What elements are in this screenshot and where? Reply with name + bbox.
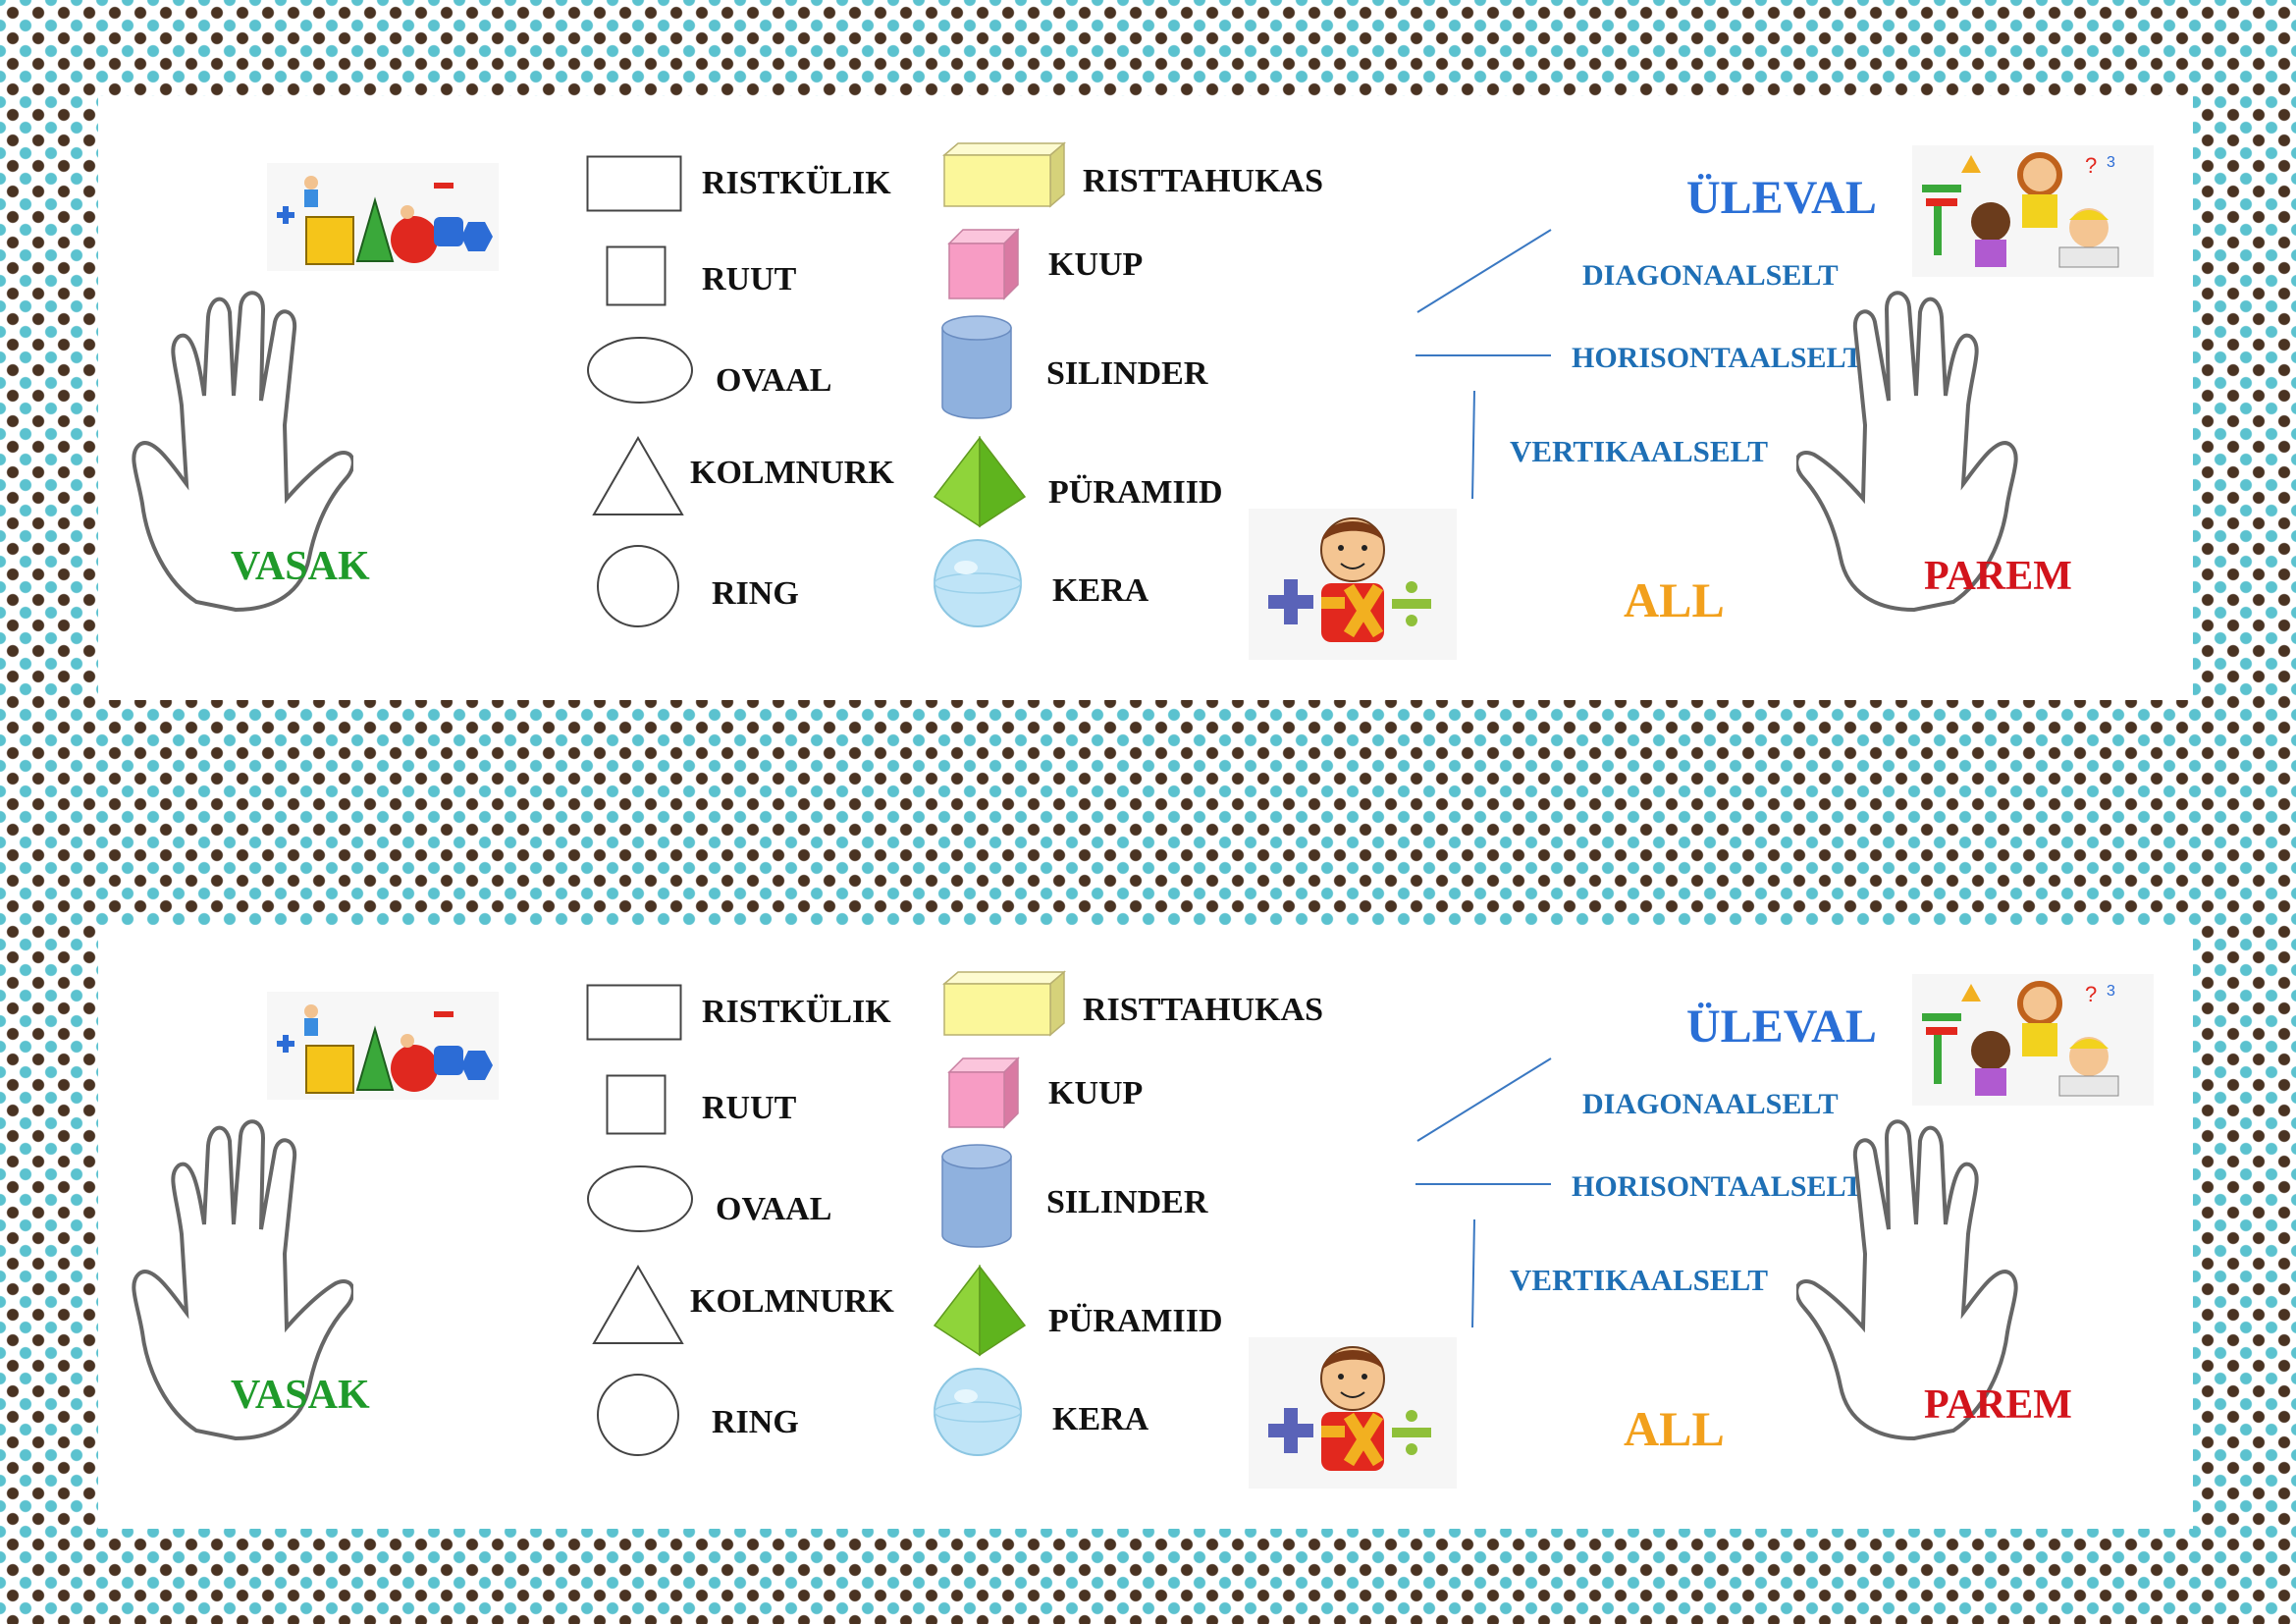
shape-2d-label: OVAAL bbox=[716, 1191, 832, 1227]
right-hand-outline bbox=[1796, 1116, 2022, 1440]
kids-math-illustration: ? 3 bbox=[1912, 145, 2154, 277]
diagonal-label: DIAGONAALSELT bbox=[1582, 1088, 1839, 1120]
cube-shape-icon bbox=[947, 228, 1020, 300]
shape-2d-label: KOLMNURK bbox=[690, 1283, 894, 1320]
vertical-direction-line bbox=[1470, 1219, 1476, 1327]
left-hand-label: VASAK bbox=[231, 1373, 370, 1418]
svg-text:3: 3 bbox=[2107, 154, 2115, 171]
kid-with-blocks-illustration bbox=[267, 992, 499, 1100]
kid-with-blocks-illustration bbox=[267, 163, 499, 271]
sphere-shape-icon bbox=[933, 1367, 1023, 1457]
down-label: ALL bbox=[1624, 1401, 1725, 1456]
reference-strip-top: VASAK RISTKÜLIK bbox=[0, 0, 2296, 741]
kids-math-illustration: ? 3 bbox=[1912, 974, 2154, 1106]
shape-2d-label: RUUT bbox=[702, 1090, 797, 1126]
cube-shape-icon bbox=[947, 1056, 1020, 1129]
circle-shape-icon bbox=[596, 1373, 680, 1457]
strip-panel: VASAK RISTKÜLIK bbox=[98, 96, 2193, 700]
pyramid-shape-icon bbox=[933, 436, 1027, 530]
up-label: ÜLEVAL bbox=[1686, 172, 1877, 224]
vertical-label: VERTIKAALSELT bbox=[1510, 1263, 1769, 1297]
right-hand-label: PAREM bbox=[1924, 1382, 2072, 1428]
svg-text:?: ? bbox=[2085, 982, 2097, 1006]
cuboid-shape-icon bbox=[942, 970, 1066, 1037]
shape-2d-label: OVAAL bbox=[716, 362, 832, 399]
left-hand-label: VASAK bbox=[231, 544, 370, 589]
pyramid-shape-icon bbox=[933, 1265, 1027, 1359]
horizontal-direction-line bbox=[1415, 353, 1551, 357]
shape-3d-label: KERA bbox=[1052, 1401, 1149, 1437]
shape-3d-label: SILINDER bbox=[1046, 355, 1208, 392]
circle-shape-icon bbox=[596, 544, 680, 628]
oval-shape-icon bbox=[586, 1164, 694, 1233]
up-label: ÜLEVAL bbox=[1686, 1001, 1877, 1053]
shape-3d-label: PÜRAMIID bbox=[1048, 474, 1223, 511]
shape-3d-label: PÜRAMIID bbox=[1048, 1303, 1223, 1339]
oval-shape-icon bbox=[586, 336, 694, 405]
shape-2d-label: RISTKÜLIK bbox=[702, 165, 891, 201]
svg-text:3: 3 bbox=[2107, 983, 2115, 1000]
rectangle-shape-icon bbox=[586, 155, 682, 212]
cuboid-shape-icon bbox=[942, 141, 1066, 208]
shape-3d-label: RISTTAHUKAS bbox=[1083, 992, 1323, 1028]
diagonal-label: DIAGONAALSELT bbox=[1582, 259, 1839, 292]
shape-3d-label: KUUP bbox=[1048, 246, 1144, 283]
square-shape-icon bbox=[606, 245, 667, 306]
cylinder-shape-icon bbox=[940, 1143, 1013, 1249]
strip-panel: VASAK RISTKÜLIK RUUT bbox=[98, 925, 2193, 1529]
vertical-direction-line bbox=[1470, 391, 1476, 499]
rectangle-shape-icon bbox=[586, 984, 682, 1041]
shape-2d-label: RISTKÜLIK bbox=[702, 994, 891, 1030]
math-boy-illustration bbox=[1249, 509, 1457, 660]
shape-3d-label: SILINDER bbox=[1046, 1184, 1208, 1220]
left-hand-outline bbox=[128, 1116, 353, 1440]
triangle-shape-icon bbox=[592, 436, 684, 516]
math-boy-illustration bbox=[1249, 1337, 1457, 1489]
shape-2d-label: RING bbox=[712, 1404, 799, 1440]
shape-2d-label: KOLMNURK bbox=[690, 455, 894, 491]
shape-3d-label: KUUP bbox=[1048, 1075, 1144, 1111]
reference-strip-bottom: VASAK RISTKÜLIK RUUT bbox=[0, 829, 2296, 1570]
left-hand-outline bbox=[128, 288, 353, 612]
shape-3d-label: KERA bbox=[1052, 572, 1149, 609]
shape-2d-label: RING bbox=[712, 575, 799, 612]
shape-3d-label: RISTTAHUKAS bbox=[1083, 163, 1323, 199]
shape-2d-label: RUUT bbox=[702, 261, 797, 298]
down-label: ALL bbox=[1624, 572, 1725, 627]
cylinder-shape-icon bbox=[940, 314, 1013, 420]
right-hand-label: PAREM bbox=[1924, 554, 2072, 599]
sphere-shape-icon bbox=[933, 538, 1023, 628]
svg-text:?: ? bbox=[2085, 153, 2097, 178]
diagonal-direction-line bbox=[1415, 1056, 1553, 1143]
horizontal-label: HORISONTAALSELT bbox=[1572, 342, 1863, 374]
horizontal-label: HORISONTAALSELT bbox=[1572, 1170, 1863, 1203]
vertical-label: VERTIKAALSELT bbox=[1510, 434, 1769, 468]
diagonal-direction-line bbox=[1415, 228, 1553, 314]
square-shape-icon bbox=[606, 1074, 667, 1135]
horizontal-direction-line bbox=[1415, 1182, 1551, 1186]
right-hand-outline bbox=[1796, 288, 2022, 612]
triangle-shape-icon bbox=[592, 1265, 684, 1345]
